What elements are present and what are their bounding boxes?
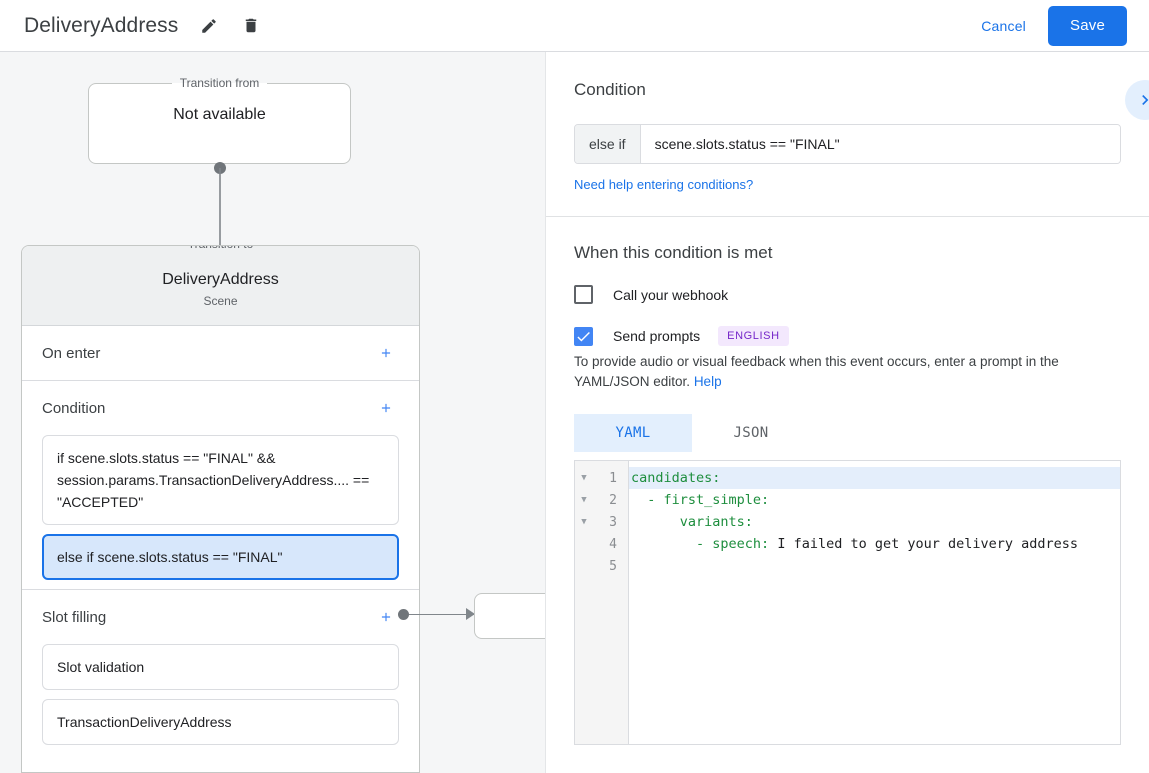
send-prompts-help-link[interactable]: Help <box>693 374 722 389</box>
fold-triangle-icon[interactable]: ▼ <box>581 472 587 483</box>
condition-section: Condition else if Need help entering con… <box>546 52 1149 217</box>
trash-icon[interactable] <box>236 11 266 41</box>
code-line[interactable]: candidates: <box>629 467 1120 489</box>
condition-heading: Condition <box>574 80 646 99</box>
line-number: 4 <box>609 536 617 552</box>
line-number: 1 <box>609 470 617 486</box>
send-prompts-row: Send prompts ENGLISH <box>574 326 1121 346</box>
line-number: 5 <box>609 558 617 574</box>
code-indent <box>631 492 647 508</box>
send-prompts-checkbox[interactable] <box>574 326 593 346</box>
scene-card-header[interactable]: Transition to DeliveryAddress Scene <box>22 246 419 326</box>
condition-input-row: else if <box>574 124 1121 164</box>
language-badge: ENGLISH <box>718 326 789 346</box>
code-line[interactable] <box>629 555 1120 577</box>
save-button[interactable]: Save <box>1048 5 1127 46</box>
add-slot-filling-plus-icon[interactable] <box>373 604 399 630</box>
call-webhook-row: Call your webhook <box>574 285 1121 304</box>
code-line[interactable]: - first_simple: <box>629 489 1120 511</box>
code-key-token: - first_simple: <box>647 492 770 508</box>
scene-card-subtitle: Scene <box>203 294 238 308</box>
call-webhook-checkbox[interactable] <box>574 285 593 304</box>
line-number: 2 <box>609 492 617 508</box>
gutter-line: ▼1 <box>575 467 628 489</box>
section-on-enter-header: On enter <box>42 326 399 380</box>
page-title: DeliveryAddress <box>24 13 179 37</box>
line-number: 3 <box>609 514 617 530</box>
pencil-icon-glyph <box>202 18 217 33</box>
section-on-enter-title: On enter <box>42 344 101 362</box>
code-indent <box>631 514 680 530</box>
scene-card-title: DeliveryAddress <box>162 271 279 288</box>
trash-icon-glyph <box>246 18 257 33</box>
condition-help-link[interactable]: Need help entering conditions? <box>574 177 754 192</box>
send-prompts-label: Send prompts <box>613 328 701 344</box>
transition-from-legend: Transition from <box>179 76 260 90</box>
condition-output-connector-dot <box>398 609 409 620</box>
slot-filling-item-slot-validation[interactable]: Slot validation <box>42 644 399 690</box>
gutter-line: ▼2 <box>575 489 628 511</box>
code-key-token: candidates: <box>631 470 721 486</box>
call-webhook-label: Call your webhook <box>613 286 729 303</box>
when-condition-met-heading: When this condition is met <box>574 243 773 262</box>
cancel-button[interactable]: Cancel <box>969 9 1038 43</box>
section-slot-filling-title: Slot filling <box>42 608 107 626</box>
transition-from-value: Not available <box>173 106 266 123</box>
gutter-line: ▼3 <box>575 511 628 533</box>
chevron-right-icon[interactable] <box>1125 80 1149 120</box>
send-prompts-description-text: To provide audio or visual feedback when… <box>574 354 1059 389</box>
plus-icon <box>381 612 391 622</box>
transition-from-node[interactable]: Transition from Not available <box>88 76 351 164</box>
add-condition-plus-icon[interactable] <box>373 395 399 421</box>
tab-json[interactable]: JSON <box>692 414 810 452</box>
code-value-token: I failed to get your delivery address <box>769 536 1079 552</box>
details-panel: Condition else if Need help entering con… <box>545 52 1149 773</box>
code-line[interactable]: - speech: I failed to get your delivery … <box>629 533 1120 555</box>
fold-triangle-icon[interactable]: ▼ <box>581 494 587 505</box>
section-condition: Condition if scene.slots.status == "FINA… <box>22 381 419 590</box>
code-key-token: - speech: <box>696 536 770 552</box>
pencil-icon[interactable] <box>194 11 224 41</box>
flow-canvas[interactable]: Transition from Not available Transition… <box>0 52 545 773</box>
condition-item-if[interactable]: if scene.slots.status == "FINAL" && sess… <box>42 435 399 525</box>
fold-triangle-icon[interactable]: ▼ <box>581 516 587 527</box>
transition-to-legend: Transition to <box>179 246 262 251</box>
editor-format-tabs: YAML JSON <box>574 414 1121 452</box>
next-transition-node[interactable] <box>474 593 545 639</box>
condition-prefix-label: else if <box>575 125 641 163</box>
condition-expression-input[interactable] <box>640 125 1120 163</box>
when-condition-met-section: When this condition is met Call your web… <box>546 217 1149 745</box>
slot-filling-item-transaction-delivery-address[interactable]: TransactionDeliveryAddress <box>42 699 399 745</box>
code-indent <box>631 536 696 552</box>
plus-icon <box>381 348 391 358</box>
checkmark-icon <box>577 331 590 341</box>
tab-yaml[interactable]: YAML <box>574 414 692 452</box>
gutter-line: 5 <box>575 555 628 577</box>
section-slot-filling: Slot filling Slot validation Transaction… <box>22 590 419 745</box>
plus-icon <box>381 403 391 413</box>
editor-code-area[interactable]: candidates: - first_simple: variants: - … <box>629 461 1120 744</box>
section-condition-header: Condition <box>42 381 399 435</box>
condition-output-connector-arrow <box>466 608 475 620</box>
gutter-line: 4 <box>575 533 628 555</box>
condition-item-else-if[interactable]: else if scene.slots.status == "FINAL" <box>42 534 399 580</box>
send-prompts-description: To provide audio or visual feedback when… <box>574 352 1121 392</box>
chevron-right-icon-glyph <box>1142 95 1149 105</box>
add-on-enter-plus-icon[interactable] <box>373 340 399 366</box>
app-header: DeliveryAddress Cancel Save <box>0 0 1149 52</box>
code-key-token: variants: <box>679 514 753 530</box>
section-on-enter: On enter <box>22 326 419 381</box>
condition-output-connector-line <box>409 614 475 615</box>
code-line[interactable]: variants: <box>629 511 1120 533</box>
section-condition-title: Condition <box>42 399 106 417</box>
section-slot-filling-header: Slot filling <box>42 590 399 644</box>
scene-card: Transition to DeliveryAddress Scene On e… <box>21 245 420 773</box>
